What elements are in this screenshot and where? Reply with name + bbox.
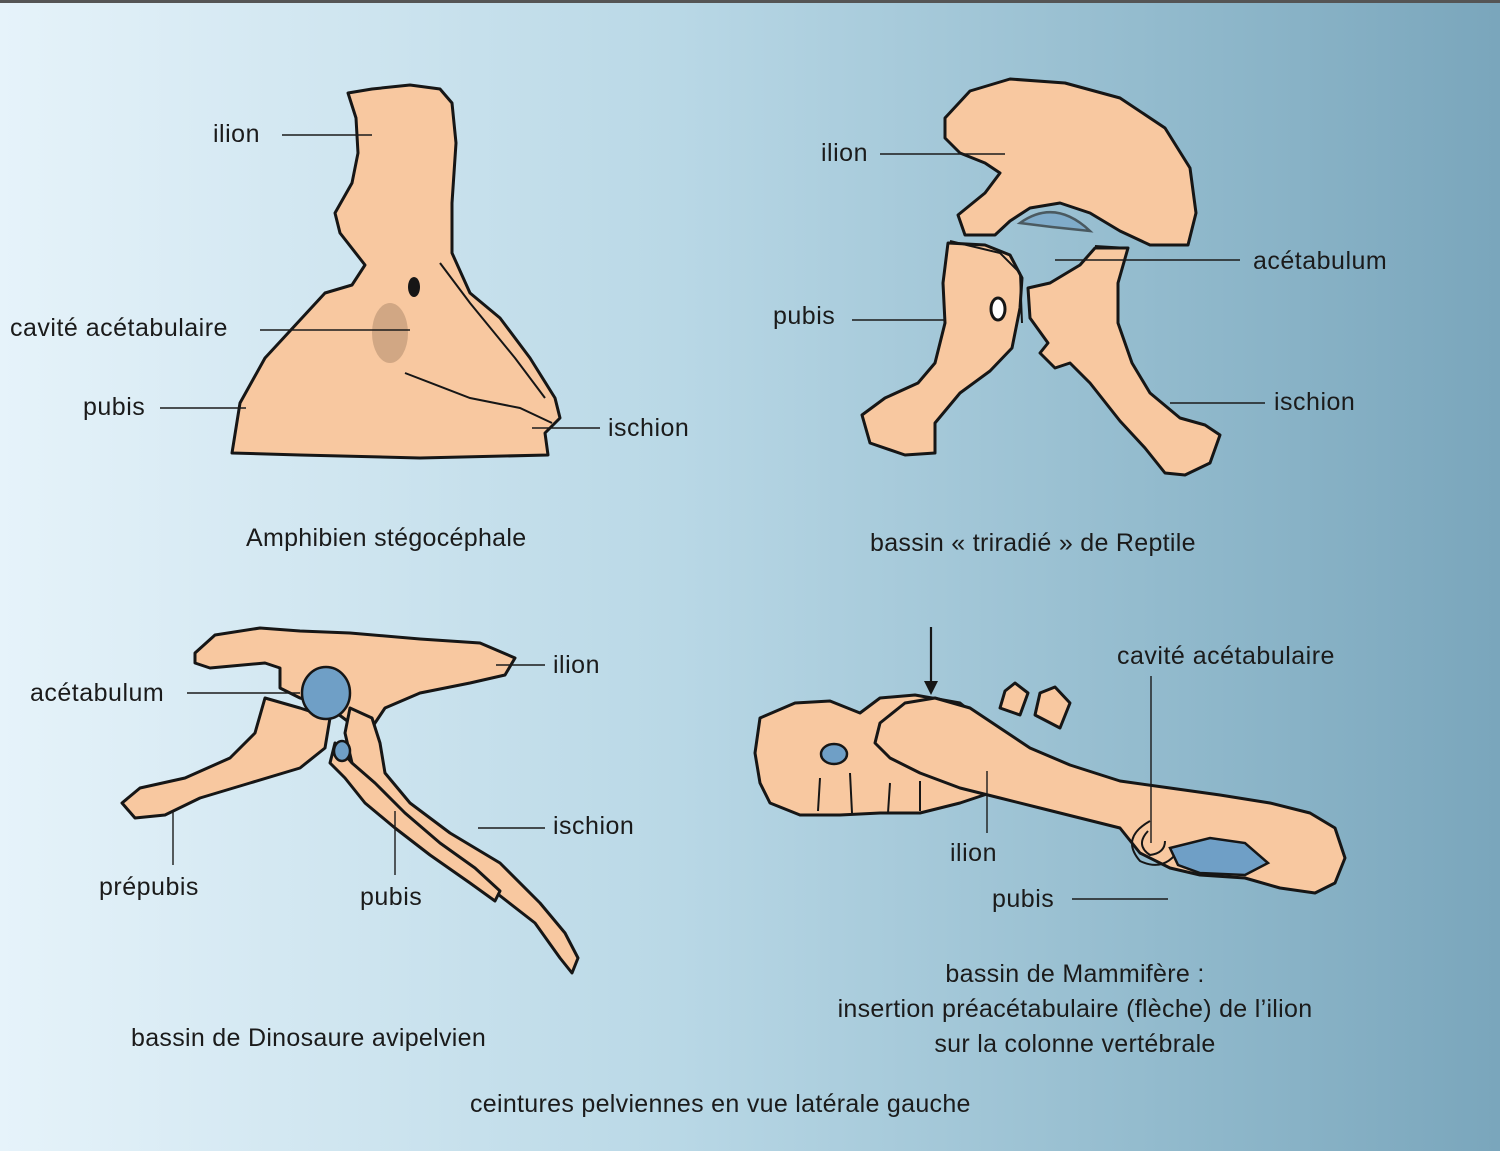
reptile-pubis-label: pubis: [773, 302, 836, 330]
leader-lines: [160, 134, 1265, 900]
dinosaur-pubis-bone: [328, 741, 502, 903]
amphibian-pubis-label: pubis: [83, 393, 146, 421]
mammal-vertebral-process-2: [1033, 685, 1072, 730]
dinosaur-prepubis-bone: [120, 696, 332, 820]
reptile-acetabulum-label: acétabulum: [1253, 247, 1388, 275]
mammal-pelvis: [753, 627, 1347, 895]
illustrations: [120, 77, 1347, 975]
reptile-ilion-label: ilion: [821, 139, 868, 167]
dinosaur-pelvis: [120, 626, 580, 975]
amphibian-ischion-label: ischion: [608, 414, 690, 442]
dinosaur-pubis-label: pubis: [360, 883, 423, 911]
reptile-ilion-bone: [943, 77, 1198, 247]
dinosaur-ilion-label: ilion: [553, 651, 600, 679]
dinosaur-prepubis-label: prépubis: [99, 873, 199, 901]
mammal-caption-line-2: insertion préacétabulaire (flèche) de l’…: [837, 995, 1313, 1023]
mammal-caption: bassin de Mammifère : insertion préacéta…: [775, 957, 1375, 1062]
amphibian-ilion-label: ilion: [213, 120, 260, 148]
dinosaur-ischion-bone: [343, 706, 580, 975]
mammal-pubis-label: pubis: [992, 885, 1055, 913]
mammal-ilion-label: ilion: [950, 839, 997, 867]
dinosaur-ischion-label: ischion: [553, 812, 635, 840]
reptile-pelvis: [860, 77, 1222, 477]
dinosaur-ilion-bone: [193, 626, 517, 740]
mammal-vertebral-process-1: [998, 681, 1030, 717]
reptile-ischion-label: ischion: [1274, 388, 1356, 416]
mammal-caption-line-1: bassin de Mammifère :: [945, 960, 1205, 988]
mammal-caption-line-3: sur la colonne vertébrale: [934, 1030, 1216, 1058]
dinosaur-caption: bassin de Dinosaure avipelvien: [131, 1024, 487, 1052]
mammal-cavity-label: cavité acétabulaire: [1117, 642, 1335, 670]
amphibian-bone: [230, 83, 562, 460]
reptile-caption: bassin « triradié » de Reptile: [870, 529, 1196, 557]
amphibian-caption: Amphibien stégocéphale: [246, 524, 527, 552]
amphibian-pelvis: [230, 83, 562, 460]
reptile-ischion-bone: [1026, 246, 1222, 477]
reptile-pubis-bone: [860, 241, 1024, 457]
dinosaur-acetabulum-label: acétabulum: [30, 679, 165, 707]
amphibian-cavity-label: cavité acétabulaire: [10, 314, 228, 342]
figure-footer: ceintures pelviennes en vue latérale gau…: [470, 1090, 971, 1118]
